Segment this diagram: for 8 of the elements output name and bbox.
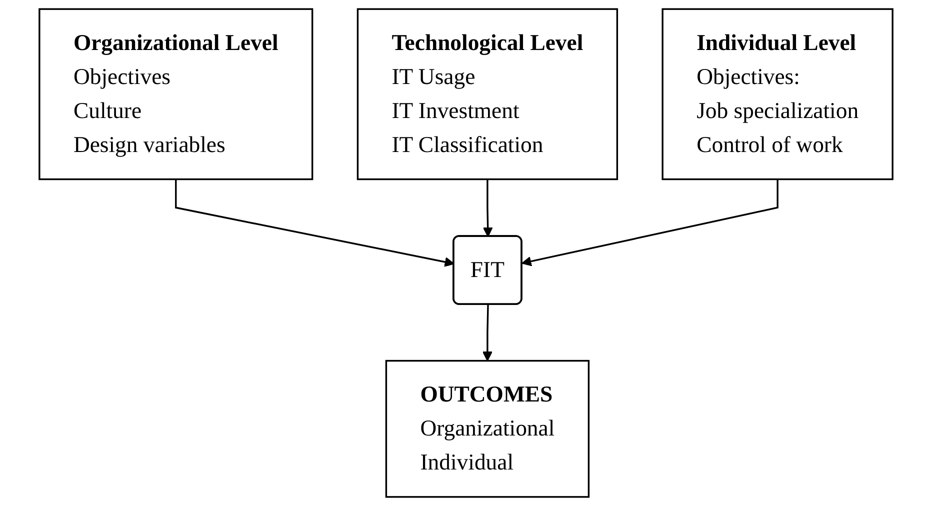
arrow — [482, 179, 493, 237]
arrow — [482, 304, 492, 362]
node-box: OUTCOMES Organizational Individual — [385, 360, 590, 498]
node-box: Technological Level IT Usage IT Investment IT Classification — [356, 8, 618, 180]
arrow — [175, 179, 454, 267]
node-box: Organizational Level Objectives Culture Design variables — [38, 8, 314, 180]
arrow — [522, 179, 778, 266]
node-box: Individual Level Objectives: Job specialization Control of work — [662, 8, 894, 180]
